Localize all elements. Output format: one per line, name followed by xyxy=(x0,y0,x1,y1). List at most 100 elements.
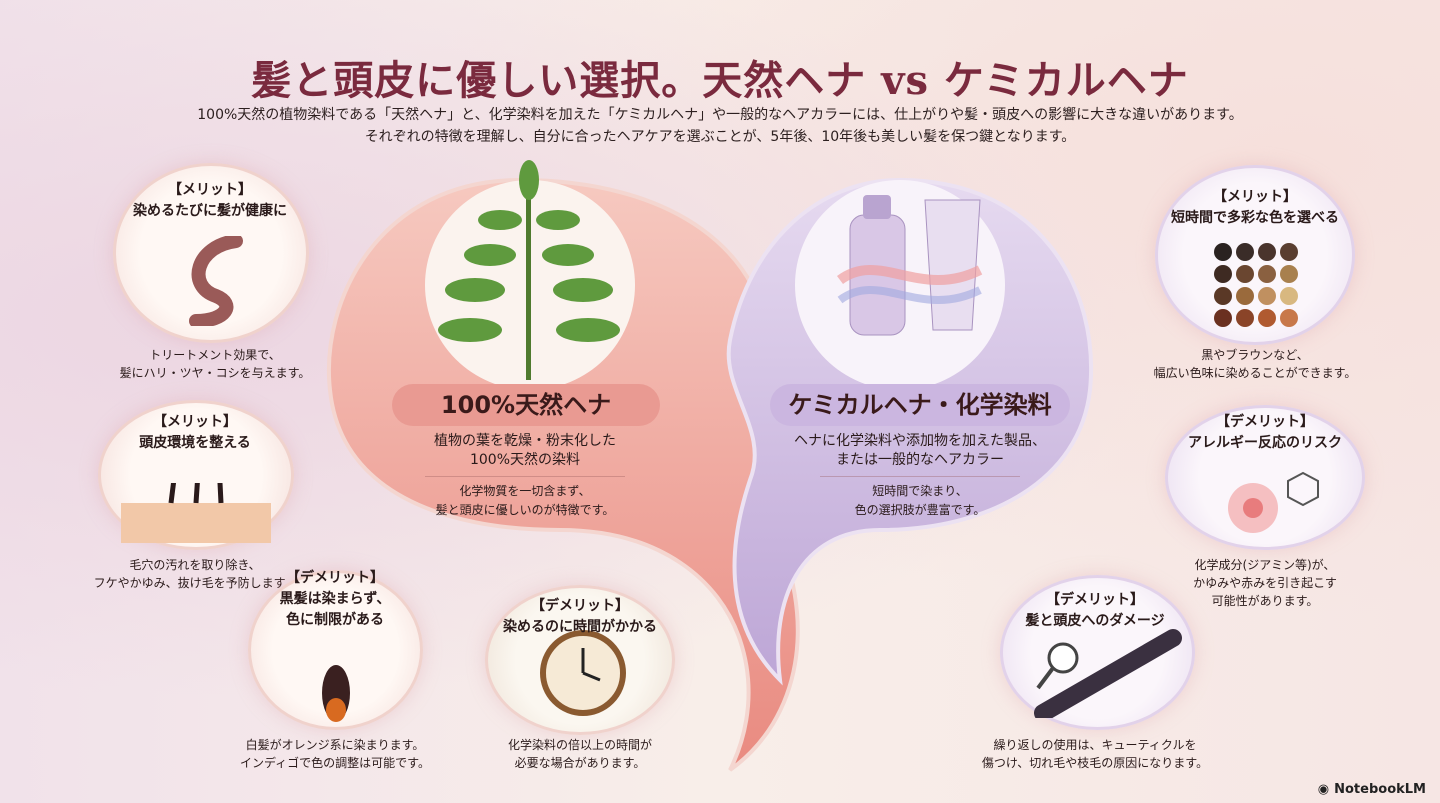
desc-line: 必要な場合があります。 xyxy=(514,756,646,770)
card-circle xyxy=(98,400,294,550)
divider xyxy=(425,476,625,477)
color-swatch xyxy=(1236,309,1254,327)
center-comparison-shapes xyxy=(327,160,1093,772)
desc-line: 黒やブラウンなど、 xyxy=(1201,348,1309,362)
card-desc: 黒やブラウンなど、幅広い色味に染めることができます。 xyxy=(1125,346,1385,382)
hair-curl-icon xyxy=(189,236,243,326)
card-circle xyxy=(485,585,675,735)
card-title: 【デメリット】染めるのに時間がかかる xyxy=(470,596,690,638)
card-circle xyxy=(113,163,309,343)
desc-line: 髪にハリ・ツヤ・コシを与えます。 xyxy=(119,366,311,380)
desc-line: 幅広い色味に染めることができます。 xyxy=(1153,366,1357,380)
color-swatch xyxy=(1258,243,1276,261)
card-heading: 染めるたびに髪が健康に xyxy=(133,203,287,219)
chemical-henna-sub: 短時間で染まり、色の選択肢が豊富です。 xyxy=(770,482,1070,520)
color-swatch xyxy=(1236,243,1254,261)
color-swatch xyxy=(1280,243,1298,261)
card-circle xyxy=(1155,165,1355,345)
card-title: 【デメリット】髪と頭皮へのダメージ xyxy=(985,590,1205,632)
desc-line: 100%天然の染料 xyxy=(469,452,581,468)
desc-line: かゆみや赤みを引き起こす xyxy=(1193,576,1337,590)
card-tag: 【デメリット】 xyxy=(286,570,384,586)
card-title: 【メリット】染めるたびに髪が健康に xyxy=(100,180,320,222)
card-heading: アレルギー反応のリスク xyxy=(1188,435,1342,451)
card-desc: 白髪がオレンジ系に染まります。インディゴで色の調整は可能です。 xyxy=(205,736,465,772)
logo-text: NotebookLM xyxy=(1334,782,1426,797)
card-heading: 髪と頭皮へのダメージ xyxy=(1025,613,1165,629)
card-heading: 黒髪は染まらず、 xyxy=(279,591,391,607)
card-title: 【デメリット】アレルギー反応のリスク xyxy=(1155,412,1375,454)
desc-line: 白髪がオレンジ系に染まります。 xyxy=(245,738,425,752)
page-title: 髪と頭皮に優しい選択。天然ヘナ vs ケミカルヘナ xyxy=(251,57,1189,104)
color-swatch-grid xyxy=(1214,243,1298,327)
card-desc: 毛穴の汚れを取り除き、フケやかゆみ、抜け毛を予防します。 xyxy=(65,556,325,592)
card-tag: 【メリット】 xyxy=(168,182,252,198)
color-swatch xyxy=(1280,287,1298,305)
card-desc: 化学染料の倍以上の時間が必要な場合があります。 xyxy=(450,736,710,772)
card-title: 【メリット】頭皮環境を整える xyxy=(85,412,305,454)
hair-dye-products-icon xyxy=(837,195,983,336)
sub-line: 短時間で染まり、 xyxy=(872,484,968,498)
desc-line: 可能性があります。 xyxy=(1211,594,1319,608)
clock-icon xyxy=(540,630,626,716)
desc-line: 毛穴の汚れを取り除き、 xyxy=(129,558,261,572)
color-swatch xyxy=(1236,287,1254,305)
color-swatch xyxy=(1258,309,1276,327)
scalp-icon xyxy=(121,483,271,543)
color-swatch xyxy=(1236,265,1254,283)
intro-line: それぞれの特徴を理解し、自分に合ったヘアケアを選ぶことが、5年後、10年後も美し… xyxy=(364,129,1076,145)
card-title: 【メリット】短時間で多彩な色を選べる xyxy=(1145,187,1365,229)
card-desc: 化学成分(ジアミン等)が、かゆみや赤みを引き起こす可能性があります。 xyxy=(1135,556,1395,610)
natural-henna-label: 100%天然ヘナ xyxy=(392,384,660,426)
sub-line: 色の選択肢が豊富です。 xyxy=(854,503,986,517)
intro-line: 100%天然の植物染料である「天然ヘナ」と、化学染料を加えた「ケミカルヘナ」や一… xyxy=(197,107,1243,123)
natural-henna-sub: 化学物質を一切含まず、髪と頭皮に優しいのが特徴です。 xyxy=(390,482,660,520)
card-tag: 【デメリット】 xyxy=(1046,592,1144,608)
color-swatch xyxy=(1280,309,1298,327)
color-swatch xyxy=(1214,265,1232,283)
card-tag: 【メリット】 xyxy=(153,414,237,430)
desc-line: または一般的なヘアカラー xyxy=(836,452,1004,468)
allergy-rash-icon xyxy=(1228,471,1319,533)
card-heading: 短時間で多彩な色を選べる xyxy=(1171,210,1339,226)
notebooklm-logo: ◉ NotebookLM xyxy=(1318,782,1426,797)
notebooklm-icon: ◉ xyxy=(1317,782,1330,797)
intro-text: 100%天然の植物染料である「天然ヘナ」と、化学染料を加えた「ケミカルヘナ」や一… xyxy=(0,104,1440,148)
card-heading: 染めるのに時間がかかる xyxy=(503,619,657,635)
card-circle xyxy=(1000,575,1195,730)
damaged-hair-icon xyxy=(1034,629,1182,718)
card-tag: 【メリット】 xyxy=(1213,189,1297,205)
card-desc: トリートメント効果で、髪にハリ・ツヤ・コシを与えます。 xyxy=(85,346,345,382)
color-swatch xyxy=(1214,309,1232,327)
desc-line: インディゴで色の調整は可能です。 xyxy=(240,756,430,770)
color-swatch xyxy=(1214,243,1232,261)
desc-line: 繰り返しの使用は、キューティクルを xyxy=(993,738,1197,752)
card-heading: 色に制限がある xyxy=(286,612,384,628)
card-circle xyxy=(248,570,423,730)
desc-line: フケやかゆみ、抜け毛を予防します。 xyxy=(93,576,297,590)
hair-root-icon xyxy=(322,665,350,722)
desc-line: 傷つけ、切れ毛や枝毛の原因になります。 xyxy=(981,756,1209,770)
natural-henna-desc: 植物の葉を乾燥・粉末化した 100%天然の染料 xyxy=(390,432,660,470)
desc-line: ヘナに化学染料や添加物を加えた製品、 xyxy=(794,433,1046,449)
desc-line: 化学染料の倍以上の時間が xyxy=(507,738,652,752)
color-swatch xyxy=(1214,287,1232,305)
sub-line: 化学物質を一切含まず、 xyxy=(459,484,591,498)
divider xyxy=(820,476,1020,477)
card-tag: 【デメリット】 xyxy=(1216,414,1314,430)
color-swatch xyxy=(1280,265,1298,283)
card-circle xyxy=(1165,405,1365,550)
card-tag: 【デメリット】 xyxy=(531,598,629,614)
desc-line: 植物の葉を乾燥・粉末化した xyxy=(434,433,616,449)
henna-leaf-icon xyxy=(438,160,620,380)
card-heading: 頭皮環境を整える xyxy=(139,435,251,451)
desc-line: トリートメント効果で、 xyxy=(149,348,281,362)
card-desc: 繰り返しの使用は、キューティクルを傷つけ、切れ毛や枝毛の原因になります。 xyxy=(955,736,1235,772)
card-title: 【デメリット】黒髪は染まらず、色に制限がある xyxy=(225,568,445,631)
chemical-henna-label: ケミカルヘナ・化学染料 xyxy=(770,384,1070,426)
sub-line: 髪と頭皮に優しいのが特徴です。 xyxy=(435,503,615,517)
color-swatch xyxy=(1258,287,1276,305)
color-swatch xyxy=(1258,265,1276,283)
desc-line: 化学成分(ジアミン等)が、 xyxy=(1194,558,1336,572)
chemical-henna-desc: ヘナに化学染料や添加物を加えた製品、または一般的なヘアカラー xyxy=(770,432,1070,470)
